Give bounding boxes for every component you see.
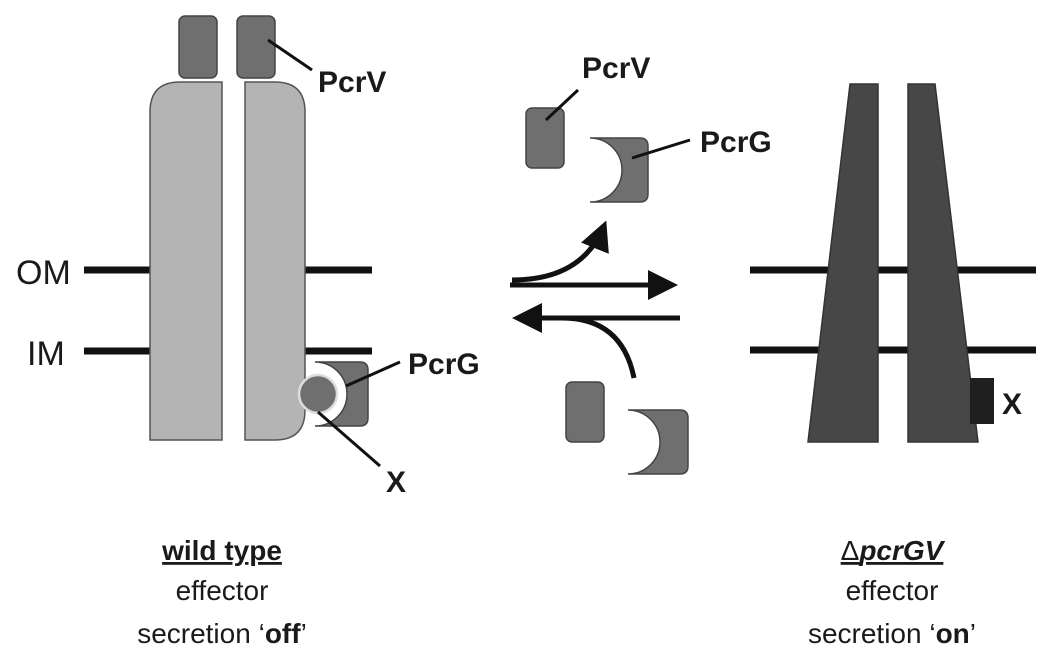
x-right-label: X bbox=[1002, 388, 1022, 421]
caption-left: wild type effector secretion ‘off’ bbox=[137, 535, 307, 649]
pcrg-mid-label: PcrG bbox=[700, 126, 772, 159]
pcrg-mid-leader bbox=[631, 138, 691, 160]
pcrv-mid-leader bbox=[544, 88, 580, 122]
mutant-injectisome: X bbox=[750, 83, 1036, 443]
caption-right: ΔpcrGV effector secretion ‘on’ bbox=[808, 535, 976, 649]
release-curve-arrow bbox=[511, 220, 609, 283]
outer-membrane-label: OM bbox=[16, 254, 71, 292]
needle-left-half bbox=[149, 81, 223, 441]
pcrv-free-upper bbox=[525, 107, 565, 169]
x-protein-bound bbox=[297, 373, 339, 415]
x-left-label: X bbox=[386, 466, 406, 499]
caption-left-line2: effector bbox=[176, 575, 269, 606]
x-left-leader bbox=[317, 410, 381, 468]
needle-mutant-left-half bbox=[807, 83, 879, 443]
pcrv-top-label: PcrV bbox=[318, 66, 386, 99]
wild-type-injectisome: OM IM PcrV PcrG X bbox=[16, 15, 480, 499]
needle-mutant-right-half bbox=[907, 83, 979, 443]
pcrg-left-leader bbox=[345, 360, 401, 388]
pcrv-tip-right bbox=[236, 15, 276, 79]
pcrv-mid-label: PcrV bbox=[582, 52, 650, 85]
caption-left-line3: secretion ‘off’ bbox=[137, 618, 307, 649]
needle-right-half bbox=[244, 81, 306, 441]
caption-right-title: ΔpcrGV bbox=[841, 535, 946, 566]
pcrv-top-leader bbox=[267, 38, 313, 72]
pcrg-free-lower bbox=[627, 409, 689, 475]
pcrv-tip-left bbox=[178, 15, 218, 79]
pcrg-free-upper bbox=[589, 137, 649, 203]
pcrg-left-label: PcrG bbox=[408, 348, 480, 381]
caption-left-title: wild type bbox=[161, 535, 282, 566]
rebind-curve bbox=[561, 315, 637, 379]
pcrv-free-lower bbox=[565, 381, 605, 443]
inner-membrane-label: IM bbox=[27, 335, 65, 373]
caption-right-line2: effector bbox=[846, 575, 939, 606]
equilibrium-center: PcrV PcrG bbox=[510, 52, 772, 475]
x-protein-free bbox=[970, 378, 994, 424]
pcrg-bound bbox=[314, 361, 369, 427]
caption-right-line3: secretion ‘on’ bbox=[808, 618, 976, 649]
